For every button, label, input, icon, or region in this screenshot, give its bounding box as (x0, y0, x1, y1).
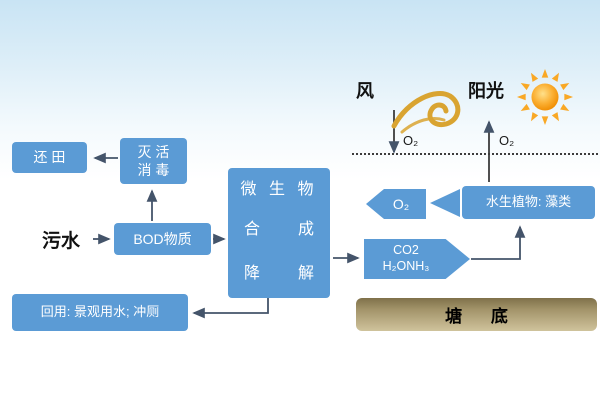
box-aquatic-plants: 水生植物: 藻类 (462, 186, 595, 219)
disinfection-line2: 消 毒 (137, 162, 170, 178)
disinfection-line1: 灭 活 (137, 143, 170, 160)
co2-line1: CO2 (393, 243, 419, 258)
o2-wind-label: O₂ (403, 133, 419, 148)
arrow-microbe-to-reuse (192, 298, 269, 319)
wind-label: 风 (356, 81, 374, 101)
pond-bottom-label: 塘 底 (445, 307, 520, 326)
box-reuse: 回用: 景观用水; 冲厕 (12, 294, 188, 331)
synthesis-right-char: 成 (297, 221, 314, 238)
box-microbial: 微 生 物 合 成 降 解 (228, 168, 330, 298)
pond-bottom-band: 塘 底 (356, 298, 597, 331)
box-bod: BOD物质 (114, 223, 211, 255)
box-disinfection: 灭 活 消 毒 (120, 138, 187, 184)
sun-icon (516, 68, 574, 126)
box-return-field: 还 田 (12, 142, 87, 173)
o2-pentagon-arrow: O₂ (366, 189, 426, 219)
synthesis-left-char: 合 (244, 221, 261, 238)
microbial-title: 微 生 物 (240, 181, 318, 198)
wind-swirl-icon (391, 91, 461, 134)
degrade-left-char: 降 (244, 265, 261, 282)
sewage-label: 污水 (42, 231, 81, 252)
co2-line2: H₂ONH₃ (382, 259, 430, 273)
arrow-co2-to-aquatic (471, 225, 526, 260)
co2-pentagon-arrow: CO2 H₂ONH₃ (364, 239, 470, 279)
water-surface-dotted-line (352, 153, 598, 155)
sunlight-label: 阳光 (468, 81, 504, 101)
o2-sun-label: O₂ (499, 133, 515, 148)
arrowhead-aquatic-to-o2 (430, 189, 460, 217)
degrade-right-char: 解 (297, 265, 314, 282)
